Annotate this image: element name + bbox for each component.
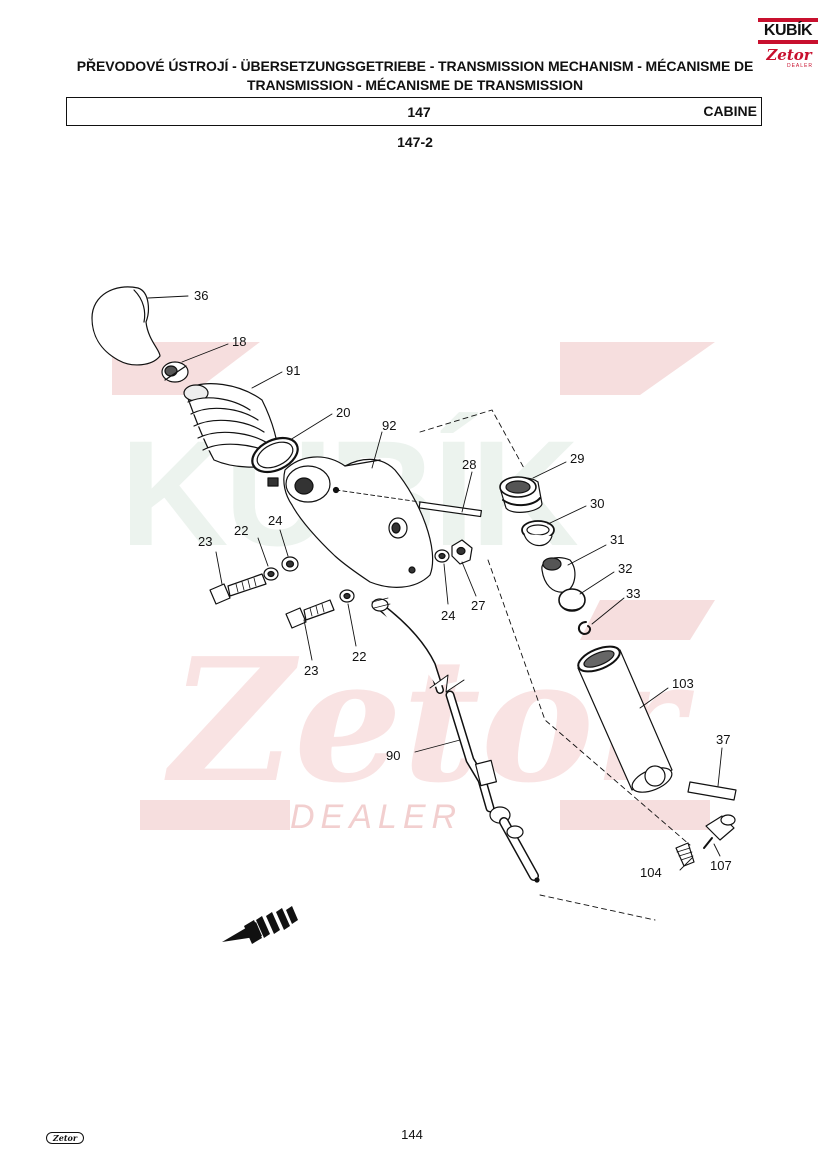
bolt-part-23-lower	[285, 599, 335, 629]
page-title: PŘEVODOVÉ ÚSTROJÍ - ÜBERSETZUNGSGETRIEBE…	[60, 57, 770, 95]
callout-37: 37	[716, 732, 730, 747]
subsection-code: 147-2	[397, 134, 433, 150]
callout-32: 32	[618, 561, 632, 576]
nut-part-27	[451, 539, 473, 565]
title-line-2: TRANSMISSION - MÉCANISME DE TRANSMISSION	[247, 77, 583, 93]
bearing-ring-part	[558, 588, 586, 612]
zetor-logo-text: Zetor	[766, 46, 812, 64]
callout-30: 30	[590, 496, 604, 511]
callout-91: 91	[286, 363, 300, 378]
callout-90: 90	[386, 748, 400, 763]
callout-29: 29	[570, 451, 584, 466]
callout-31: 31	[610, 532, 624, 547]
section-header-box: 147 CABINE	[66, 97, 762, 126]
circlip-part	[578, 621, 592, 635]
callout-24-left: 24	[268, 513, 282, 528]
callout-36: 36	[194, 288, 208, 303]
callout-24-right: 24	[441, 608, 455, 623]
callout-104: 104	[640, 865, 662, 880]
kubik-zetor-logo: KUBÍK Zetor DEALER	[758, 18, 818, 70]
callout-92: 92	[382, 418, 396, 433]
washer-part-22-lower	[339, 589, 355, 603]
direction-arrow-icon	[222, 906, 298, 944]
group-label: CABINE	[703, 103, 757, 119]
cup-part	[521, 520, 555, 547]
callout-107: 107	[710, 858, 732, 873]
clamp-ring-part	[251, 436, 299, 487]
shift-lever-part	[371, 597, 540, 883]
callout-labels: 36 18 91 20 92 28 29 30 31 32 33 23 22 2…	[194, 288, 732, 880]
title-line-1: PŘEVODOVÉ ÚSTROJÍ - ÜBERSETZUNGSGETRIEBE…	[76, 58, 754, 74]
bolt-part-23-upper	[209, 573, 267, 605]
callout-28: 28	[462, 457, 476, 472]
key-part	[687, 781, 737, 801]
nut-part-18	[161, 361, 189, 383]
grease-nipple-part	[703, 814, 736, 849]
callout-18: 18	[232, 334, 246, 349]
washer-part-24-left	[281, 556, 299, 572]
kubik-logo-text: KUBÍK	[758, 18, 818, 44]
gearshift-housing-part	[283, 456, 434, 588]
section-number: 147	[407, 104, 431, 120]
bushing-part	[499, 476, 543, 513]
ball-socket-part	[541, 557, 576, 593]
callout-27: 27	[471, 598, 485, 613]
callout-leader-lines	[147, 295, 723, 871]
washer-part-22-upper	[263, 567, 279, 581]
page-number: 144	[401, 1127, 423, 1142]
callout-22-upper: 22	[234, 523, 248, 538]
washer-part-24-right	[434, 549, 450, 563]
callout-33: 33	[626, 586, 640, 601]
dealer-logo-text: DEALER	[786, 63, 813, 69]
callout-23-lower: 23	[304, 663, 318, 678]
rubber-boot-part	[183, 383, 279, 468]
callout-23-upper: 23	[198, 534, 212, 549]
gear-knob-part	[91, 286, 161, 366]
screw-part-104	[675, 842, 695, 867]
watermark-dealer-text: DEALER	[290, 798, 462, 836]
footer-zetor-logo: Zetor	[46, 1132, 84, 1144]
callout-22-lower: 22	[352, 649, 366, 664]
pin-part	[335, 489, 482, 518]
callout-103: 103	[672, 676, 694, 691]
callout-20: 20	[336, 405, 350, 420]
tube-part	[577, 645, 673, 793]
